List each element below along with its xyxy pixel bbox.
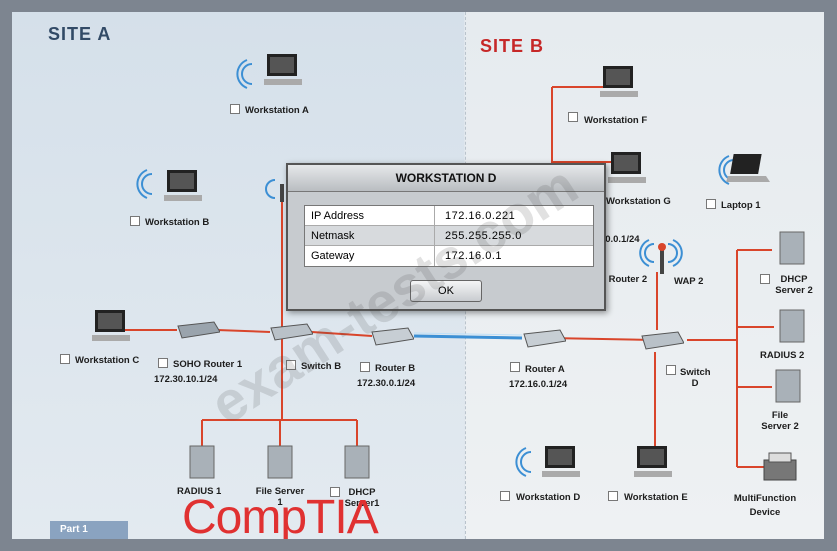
file-server-2-label: File Server 2 <box>761 410 799 432</box>
workstation-e-label: Workstation E <box>624 492 688 503</box>
workstation-d-checkbox[interactable] <box>500 491 510 501</box>
wap-1-icon[interactable] <box>276 180 288 202</box>
gateway-value: 172.16.0.1 <box>445 250 502 262</box>
network-links <box>120 59 774 477</box>
multifunction-device-icon[interactable] <box>760 450 800 484</box>
switch-d-label: Switch D <box>680 367 711 389</box>
workstation-g-icon[interactable] <box>608 150 648 186</box>
network-diagram-canvas: SITE A SITE B Workstation A Workstation … <box>12 12 824 539</box>
workstation-f-label: Workstation F <box>584 115 648 126</box>
router-b-ip: 172.30.0.1/24 <box>357 378 416 389</box>
radius-1-icon[interactable] <box>188 444 216 480</box>
netmask-row: Netmask 255.255.255.0 <box>305 226 593 246</box>
multifunction-device-label: MultiFunction Device <box>733 493 797 518</box>
dhcp-server-2-label: DHCP Server 2 <box>775 274 813 296</box>
workstation-a-checkbox[interactable] <box>230 104 240 114</box>
router-a-ip: 172.16.0.1/24 <box>509 379 568 390</box>
workstation-a-label: Workstation A <box>245 105 309 116</box>
laptop-1-label: Laptop 1 <box>721 200 761 211</box>
soho-router-1-label: SOHO Router 1 <box>173 359 243 370</box>
dhcp-server-1-icon[interactable] <box>343 444 371 480</box>
workstation-b-label: Workstation B <box>145 217 210 228</box>
link-soho1-switchb <box>216 329 271 333</box>
link-switchb-routerb <box>311 331 373 337</box>
workstation-e-icon[interactable] <box>634 444 674 480</box>
router-a-label: Router A <box>525 364 565 375</box>
workstation-b-checkbox[interactable] <box>130 216 140 226</box>
file-server-2-icon[interactable] <box>774 368 802 404</box>
workstation-c-label: Workstation C <box>75 355 140 366</box>
workstation-f-checkbox[interactable] <box>568 112 578 122</box>
switch-b-icon[interactable] <box>267 322 313 342</box>
workstation-b-icon[interactable] <box>164 168 204 204</box>
workstation-g-label: Workstation G <box>606 196 671 207</box>
router-b-checkbox[interactable] <box>360 362 370 372</box>
file-server-1-label: File Server 1 <box>255 486 305 508</box>
file-server-1-icon[interactable] <box>266 444 294 480</box>
comptia-logo: CompTIA <box>182 491 379 539</box>
dhcp-server-2-icon[interactable] <box>778 230 806 266</box>
site-b-title: SITE B <box>480 36 545 56</box>
radius-2-label: RADIUS 2 <box>760 350 805 361</box>
router-a-checkbox[interactable] <box>510 362 520 372</box>
dialog-title: WORKSTATION D <box>288 165 604 192</box>
dhcp-server-2-checkbox[interactable] <box>760 274 770 284</box>
workstation-d-label: Workstation D <box>516 492 581 503</box>
tab-part-1[interactable]: Part 1 <box>50 521 128 539</box>
wap-2-label: WAP 2 <box>674 276 704 287</box>
dialog-properties-table: IP Address 172.16.0.221 Netmask 255.255.… <box>304 205 594 267</box>
workstation-d-icon[interactable] <box>542 444 582 480</box>
workstation-c-icon[interactable] <box>92 308 132 344</box>
soho-router-1-icon[interactable] <box>174 320 220 340</box>
site-a-title: SITE A <box>48 24 112 44</box>
soho-router-1-checkbox[interactable] <box>158 358 168 368</box>
switch-b-checkbox[interactable] <box>286 360 296 370</box>
workstation-d-dialog: WORKSTATION D IP Address 172.16.0.221 Ne… <box>286 163 606 311</box>
soho-router-2-ip: 10.0.0.1/24 <box>592 234 640 245</box>
switch-b-label: Switch B <box>301 361 342 372</box>
ip-address-row: IP Address 172.16.0.221 <box>305 206 593 226</box>
ip-address-value: 172.16.0.221 <box>445 210 516 222</box>
soho-router-1-ip: 172.30.10.1/24 <box>154 374 218 385</box>
netmask-key: Netmask <box>305 226 435 245</box>
link-routera-switchd <box>548 337 655 341</box>
link-wan <box>413 334 523 340</box>
switch-d-checkbox[interactable] <box>666 365 676 375</box>
gateway-row: Gateway 172.16.0.1 <box>305 246 593 266</box>
ok-button[interactable]: OK <box>410 280 482 302</box>
laptop-1-icon[interactable] <box>726 152 772 186</box>
router-a-icon[interactable] <box>520 328 566 350</box>
laptop-1-checkbox[interactable] <box>706 199 716 209</box>
radius-2-icon[interactable] <box>778 308 806 344</box>
dhcp-server-1-label: DHCP Server1 <box>344 487 380 509</box>
workstation-c-checkbox[interactable] <box>60 354 70 364</box>
switch-d-icon[interactable] <box>638 330 684 352</box>
dhcp-server-1-checkbox[interactable] <box>330 487 340 497</box>
workstation-a-icon[interactable] <box>264 52 304 88</box>
ip-address-key: IP Address <box>305 206 435 225</box>
netmask-value: 255.255.255.0 <box>445 230 522 242</box>
router-b-label: Router B <box>375 363 416 374</box>
soho-router-2-label: SOHO Router 2 <box>578 274 648 285</box>
wap-2-icon[interactable] <box>656 242 668 276</box>
radius-1-label: RADIUS 1 <box>177 486 222 497</box>
gateway-key: Gateway <box>305 246 435 266</box>
router-b-icon[interactable] <box>368 326 414 348</box>
workstation-f-icon[interactable] <box>600 64 640 100</box>
workstation-e-checkbox[interactable] <box>608 491 618 501</box>
